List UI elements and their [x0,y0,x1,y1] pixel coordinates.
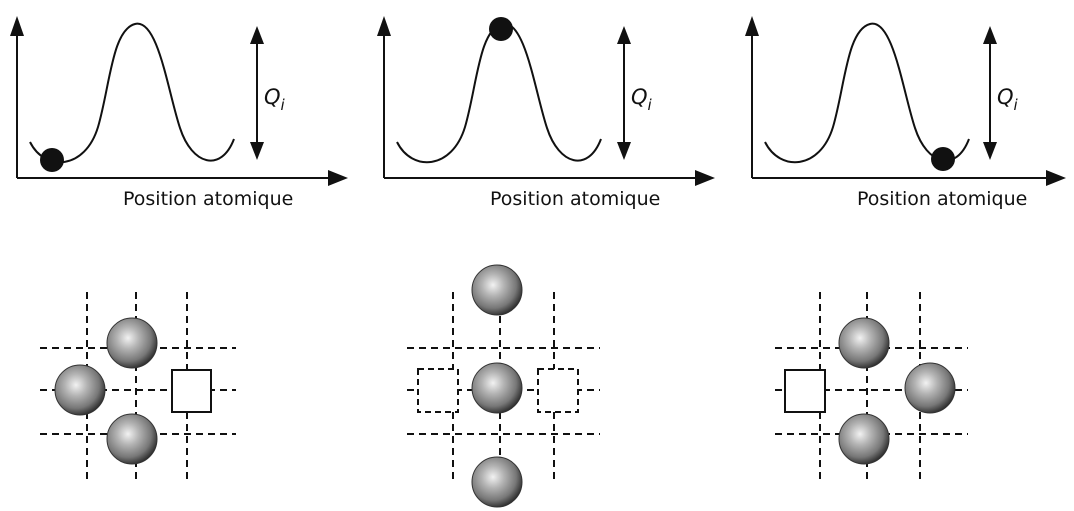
barrier-label: Qi [631,85,653,114]
barrier-label: Qi [264,85,286,114]
energy-plot-saddle: Qi Position atomique [377,16,715,210]
barrier-arrow-up-head [250,26,264,44]
x-axis-label: Position atomique [490,188,660,210]
energy-curve [764,22,970,164]
atom-sphere [838,317,890,369]
barrier-arrow-up-head [983,26,997,44]
y-axis-arrowhead [10,16,24,36]
particle-dot-barrier-top [489,17,513,41]
atom-sphere [904,362,956,414]
particle-dot-right-minimum [931,147,955,171]
barrier-arrow-down-head [983,142,997,160]
lattice-saddle [407,264,600,508]
x-axis-arrowhead [328,170,348,186]
atom-sphere [54,364,106,416]
energy-plot-initial: Qi Position atomique [10,16,348,210]
atom-sphere [106,413,158,465]
barrier-arrow-down-head [617,142,631,160]
lattice-final [775,292,968,484]
x-axis-arrowhead [695,170,715,186]
atom-sphere [471,362,523,414]
atom-sphere [838,413,890,465]
barrier-label: Qi [997,85,1019,114]
x-axis-label: Position atomique [857,188,1027,210]
dashed-vacancy-square [537,368,579,413]
vacancy-square [171,369,212,413]
y-axis-arrowhead [745,16,759,36]
barrier-arrow-down-head [250,142,264,160]
barrier-arrow-up-head [617,26,631,44]
x-axis-label: Position atomique [123,188,293,210]
vacancy-square [784,369,826,413]
y-axis-arrowhead [377,16,391,36]
energy-curve [396,22,602,164]
x-axis-arrowhead [1046,170,1066,186]
energy-curve [29,22,235,164]
particle-dot-left-minimum [40,148,64,172]
dashed-vacancy-square [417,368,459,413]
lattice-initial [40,292,236,484]
energy-plot-final: Qi Position atomique [745,16,1066,210]
atom-sphere [471,456,523,508]
atom-sphere [106,317,158,369]
atom-sphere [471,264,523,316]
